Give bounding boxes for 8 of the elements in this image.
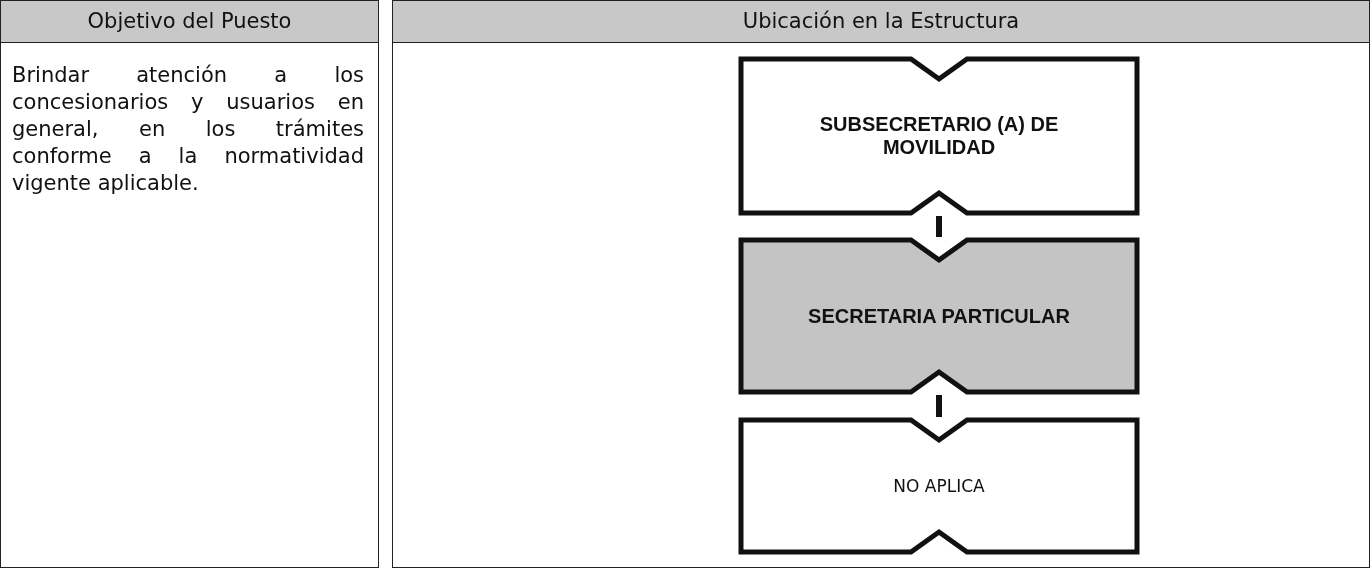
column-header: Ubicación en la Estructura: [392, 0, 1370, 43]
org-box: NO APLICA: [738, 417, 1140, 555]
connector-line: [936, 395, 942, 417]
org-box: SUBSECRETARIO (A) DE MOVILIDAD: [738, 56, 1140, 216]
objective-paragraph: Brindar atención a los concesionarios y usuarios en general, en los trámites conforme a la normatividad vigente aplicable.: [12, 62, 364, 197]
column-header: Objetivo del Puesto: [0, 0, 379, 43]
connector-line: [936, 216, 942, 237]
highlighted-org-box: SECRETARIA PARTICULAR: [738, 237, 1140, 395]
